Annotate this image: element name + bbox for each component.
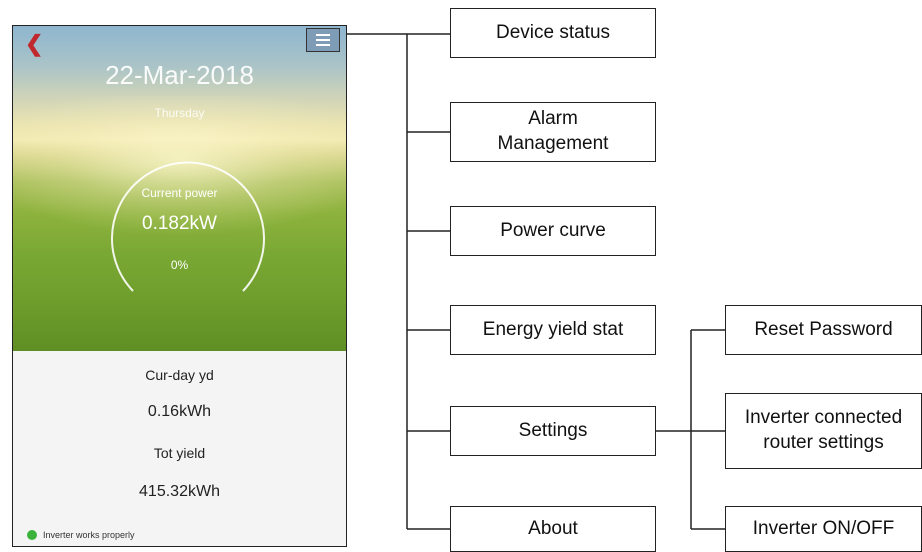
gauge-label: Current power (141, 186, 218, 200)
submenu-item-label: Reset Password (754, 318, 893, 340)
status-text: Inverter works properly (43, 530, 135, 540)
menu-item-label: Device status (495, 21, 611, 43)
submenu-item-label: Inverter ON/OFF (752, 517, 895, 539)
menu-item-label: Settings (518, 419, 588, 441)
menu-about[interactable]: About (450, 506, 656, 552)
menu-alarm-management[interactable]: Alarm Management (450, 102, 656, 162)
submenu-reset-password[interactable]: Reset Password (725, 305, 922, 355)
phone-screenshot: ❮ 22-Mar-2018 Thursday Current power 0.1… (12, 25, 347, 547)
total-yield-value: 415.32kWh (139, 483, 220, 500)
submenu-router-settings[interactable]: Inverter connected router settings (725, 393, 922, 469)
back-chevron-icon[interactable]: ❮ (25, 31, 44, 56)
date-text: 22-Mar-2018 (105, 60, 254, 90)
gauge-value: 0.182kW (142, 213, 217, 234)
power-gauge-arc (111, 161, 265, 292)
menu-item-label: About (528, 517, 578, 539)
hamburger-menu-icon[interactable] (306, 28, 340, 52)
status-indicator: Inverter works properly (27, 530, 135, 540)
cur-day-yield-value: 0.16kWh (147, 403, 212, 420)
menu-device-status[interactable]: Device status (450, 8, 656, 58)
total-yield-label: Tot yield (153, 445, 206, 461)
cur-day-yield-label: Cur-day yd (145, 367, 214, 383)
menu-item-label: Power curve (500, 219, 606, 241)
status-dot-icon (27, 530, 37, 540)
stats-panel: Cur-day yd 0.16kWh Tot yield 415.32kWh I… (13, 351, 346, 546)
submenu-inverter-on-off[interactable]: Inverter ON/OFF (725, 506, 922, 552)
hero-background (13, 26, 346, 351)
menu-item-label: Energy yield stat (482, 318, 624, 340)
submenu-item-label: Inverter connected router settings (744, 407, 903, 453)
menu-item-label: Alarm Management (497, 108, 609, 154)
menu-power-curve[interactable]: Power curve (450, 206, 656, 256)
weekday-text: Thursday (154, 106, 205, 120)
menu-energy-yield-stat[interactable]: Energy yield stat (450, 305, 656, 355)
menu-settings[interactable]: Settings (450, 406, 656, 456)
gauge-percent: 0% (170, 258, 189, 272)
